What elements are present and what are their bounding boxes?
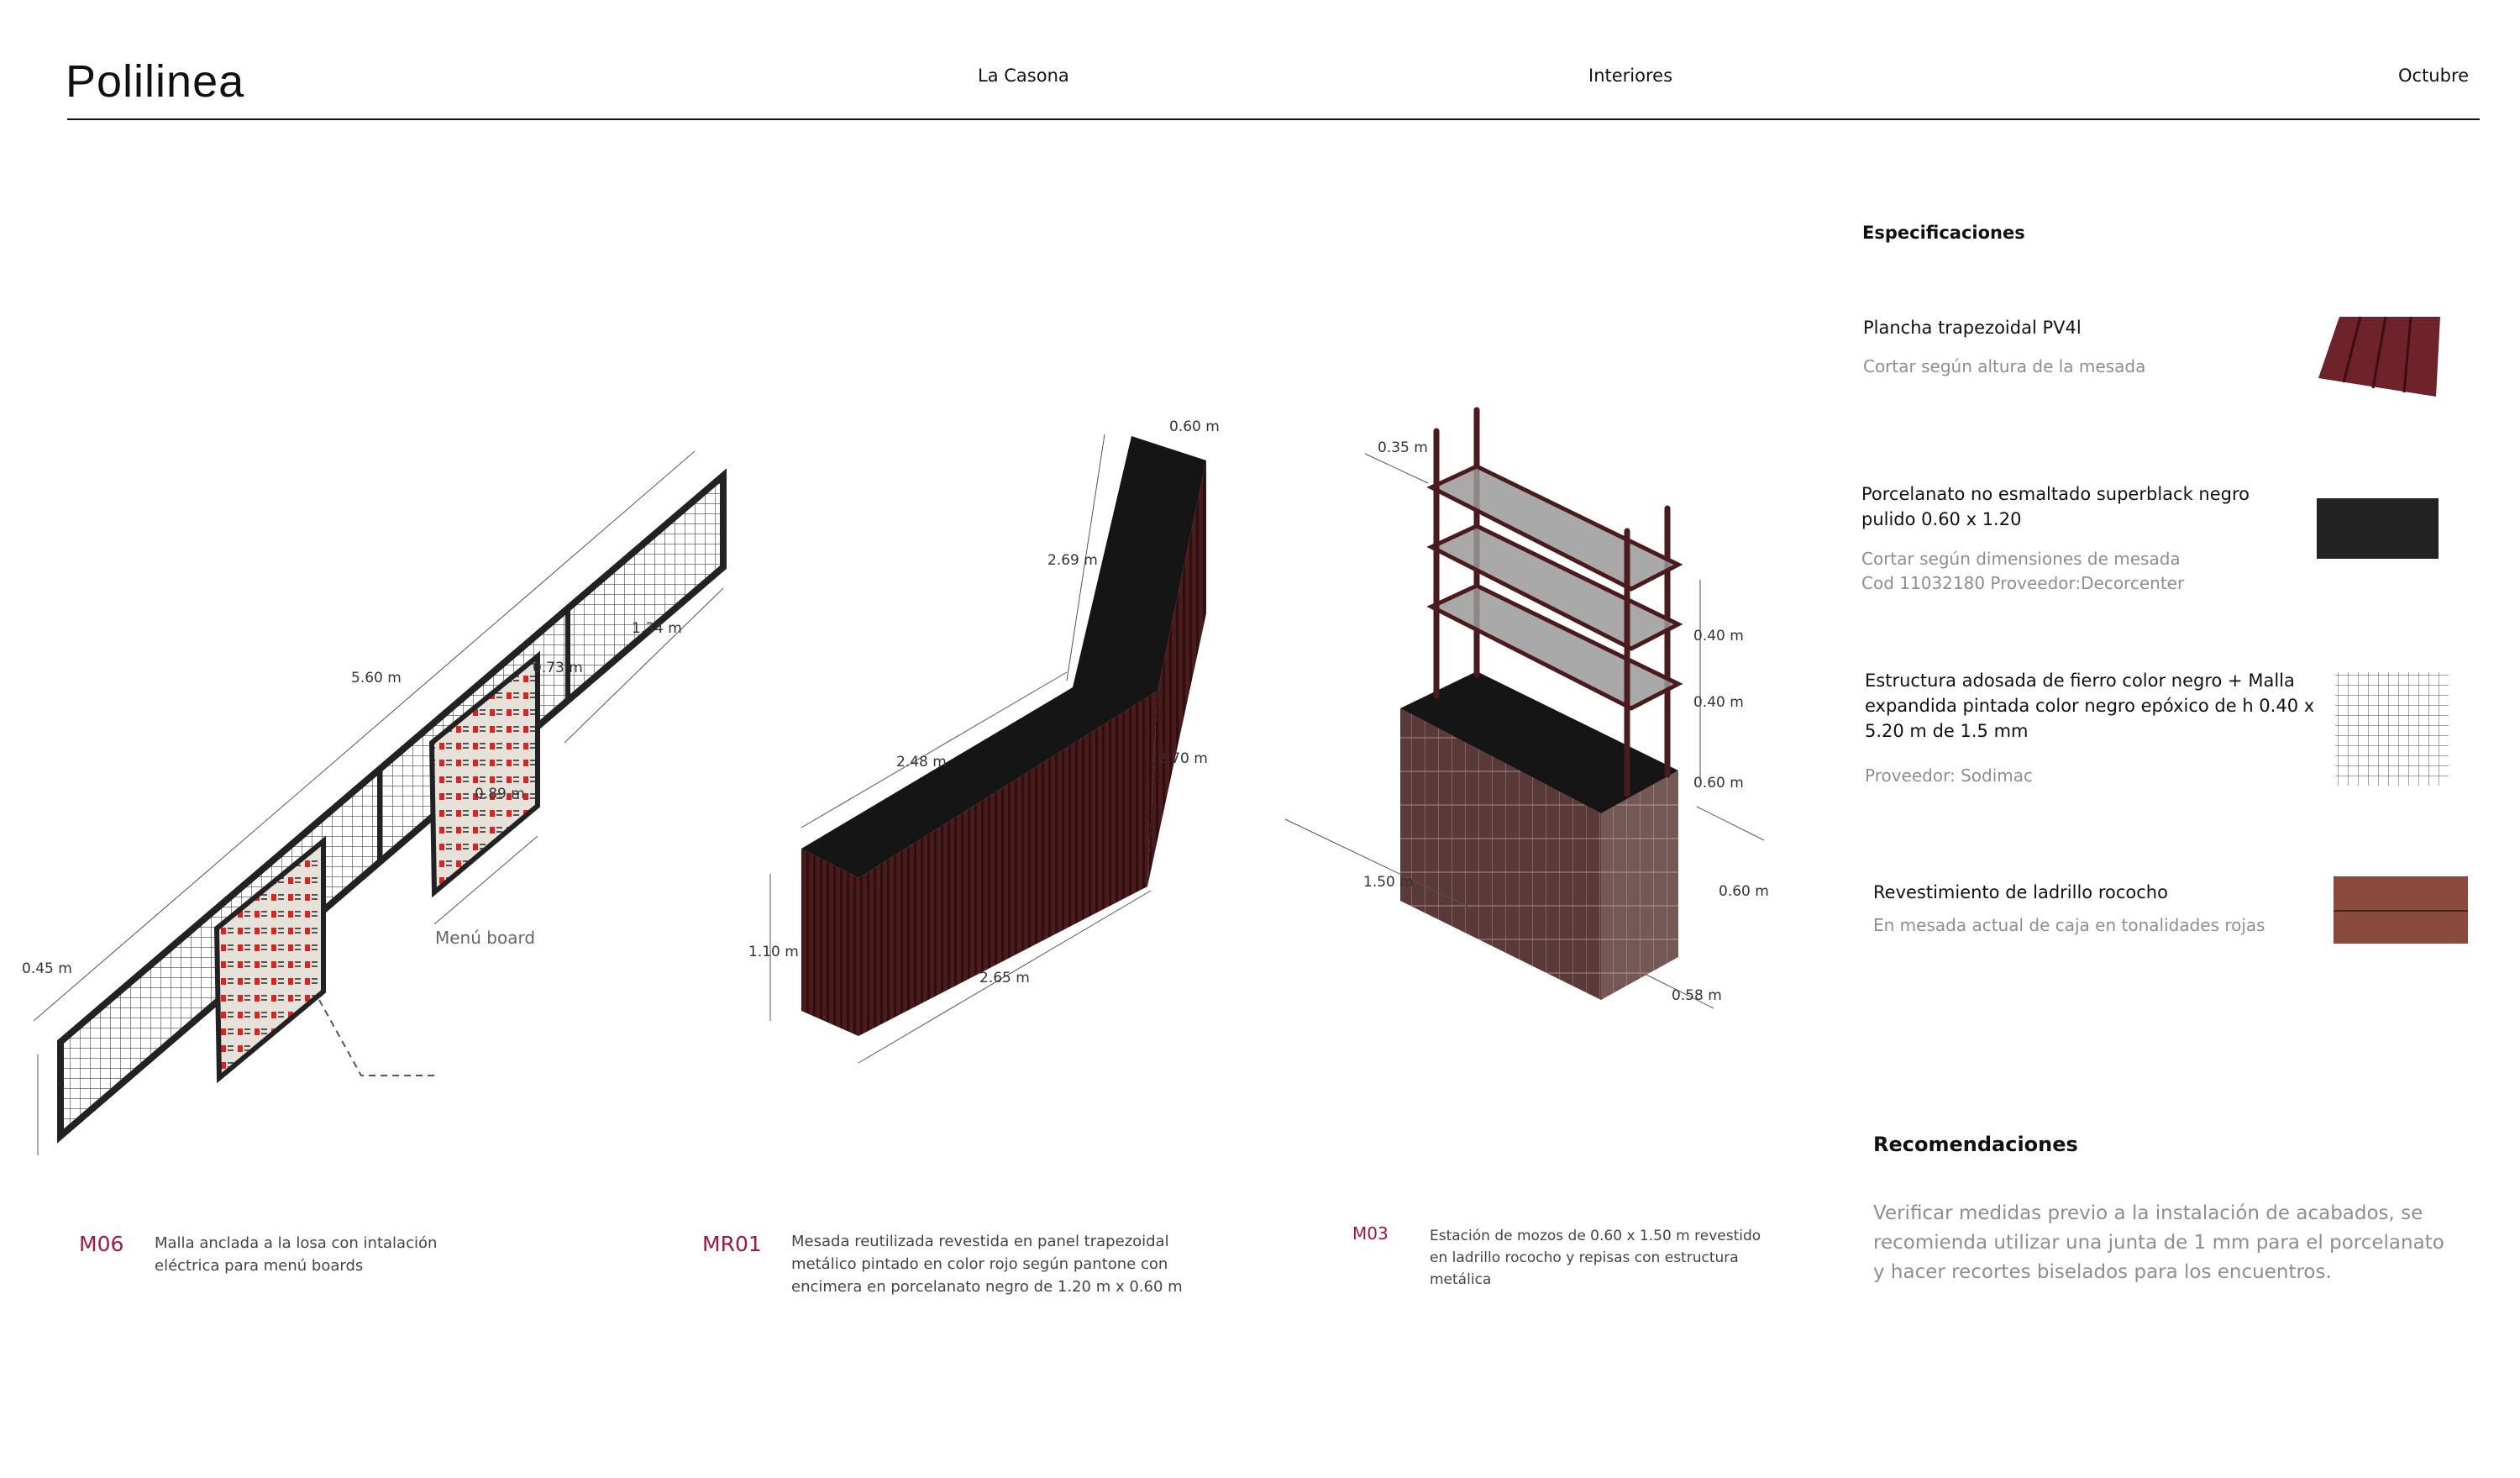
caption-line: eléctrica para menú boards <box>155 1257 364 1275</box>
dim-label: 0.73 m <box>533 660 583 676</box>
swatch-black-tile-icon <box>2317 498 2439 559</box>
menu-board-label: Menú board <box>435 928 535 948</box>
header-divider <box>67 118 2480 120</box>
caption-text: Malla anclada a la losa con intalación e… <box>155 1232 437 1277</box>
glass-shelf <box>1426 583 1683 711</box>
caption-code: MR01 <box>702 1232 762 1256</box>
swatch-corrugated-icon <box>2318 316 2440 397</box>
dim-label: 0.60 m <box>1693 775 1744 792</box>
spec-name: Porcelanato no esmaltado superblack negr… <box>1861 484 2250 504</box>
caption-code: M03 <box>1352 1223 1389 1244</box>
spec-name: pulido 0.60 x 1.20 <box>1861 509 2022 529</box>
dim-label: 2.65 m <box>979 970 1030 986</box>
spec-name: 5.20 m de 1.5 mm <box>1865 721 2029 741</box>
recommendations-text: Verificar medidas previo a la instalació… <box>1873 1202 2444 1283</box>
spec-note: Proveedor: Sodimac <box>1865 765 2033 786</box>
caption-line: Mesada reutilizada revestida en panel tr… <box>791 1233 1169 1250</box>
recommendations-title: Recomendaciones <box>1873 1133 2078 1156</box>
header-category: Interiores <box>1588 66 1673 86</box>
glass-shelf <box>1426 523 1683 651</box>
spec-name: Plancha trapezoidal PV4l <box>1863 318 2082 338</box>
caption-code: M06 <box>79 1232 124 1256</box>
mesh-panel <box>57 468 727 1144</box>
dim-label: 1.50 m <box>1363 874 1414 891</box>
swatch-mesh-icon <box>2335 672 2449 786</box>
dim-label: 0.45 m <box>22 960 72 977</box>
caption-line: metálico pintado en color rojo según pan… <box>791 1255 1168 1273</box>
spec-note: En mesada actual de caja en tonalidades … <box>1873 915 2265 935</box>
spec-item: Estructura adosada de fierro color negro… <box>1865 668 2314 788</box>
spec-note: Cortar según dimensiones de mesada <box>1861 549 2181 569</box>
dim-label: 0.89 m <box>475 786 525 802</box>
dim-label: 1.34 m <box>632 620 682 637</box>
menu-board <box>213 835 326 1084</box>
dim-label: 2.70 m <box>1158 750 1208 767</box>
dim-label: 0.40 m <box>1693 694 1744 711</box>
header-project: La Casona <box>978 66 1069 86</box>
spec-name: expandida pintada color negro epóxico de… <box>1865 696 2315 716</box>
mesh-drawing: 5.60 m 1.34 m 0.73 m 0.89 m 0.45 m Menú … <box>22 450 727 1155</box>
dim-label: 0.60 m <box>1719 883 1769 900</box>
counter-drawing: 0.60 m 2.69 m 2.48 m 2.70 m 1.10 m 2.65 … <box>748 418 1220 1064</box>
dim-label: 0.35 m <box>1378 439 1428 456</box>
spec-name: Estructura adosada de fierro color negro… <box>1865 671 2295 691</box>
caption-line: Estación de mozos de 0.60 x 1.50 m reves… <box>1430 1228 1761 1244</box>
caption-text: Estación de mozos de 0.60 x 1.50 m reves… <box>1430 1225 1761 1291</box>
caption-line: metálica <box>1430 1271 1492 1288</box>
spec-note: Cortar según altura de la mesada <box>1863 356 2146 376</box>
dim-label: 2.69 m <box>1047 552 1098 569</box>
spec-note: Cod 11032180 Proveedor:Decorcenter <box>1861 573 2185 593</box>
dim-label: 0.60 m <box>1169 418 1220 435</box>
caption-text: Mesada reutilizada revestida en panel tr… <box>791 1230 1183 1298</box>
spec-item: Revestimiento de ladrillo rococho En mes… <box>1873 880 2265 938</box>
dim-label: 0.40 m <box>1693 628 1744 644</box>
dim-label: 2.48 m <box>896 754 947 771</box>
caption-line: encimera en porcelanato negro de 1.20 m … <box>791 1278 1183 1296</box>
station-top <box>1400 671 1678 813</box>
dim-label: 1.10 m <box>748 944 799 960</box>
logo: Polilinea <box>66 56 245 107</box>
header-month: Octubre <box>2398 66 2470 86</box>
spec-item: Plancha trapezoidal PV4l Cortar según al… <box>1863 315 2145 379</box>
caption-line: en ladrillo rococho y repisas con estruc… <box>1430 1249 1739 1266</box>
dim-label: 5.60 m <box>351 670 402 686</box>
specs-title: Especificaciones <box>1862 223 2025 243</box>
menu-board <box>428 650 540 898</box>
dim-label: 0.58 m <box>1672 987 1722 1004</box>
counter-top <box>801 436 1206 878</box>
spec-item: Porcelanato no esmaltado superblack negr… <box>1861 481 2250 596</box>
caption-line: Malla anclada a la losa con intalación <box>155 1234 438 1252</box>
station-drawing: 0.35 m 0.40 m 0.40 m 0.60 m 1.50 m 0.60 … <box>1284 407 1769 1009</box>
spec-name: Revestimiento de ladrillo rococho <box>1873 882 2168 902</box>
glass-shelf <box>1426 464 1683 592</box>
